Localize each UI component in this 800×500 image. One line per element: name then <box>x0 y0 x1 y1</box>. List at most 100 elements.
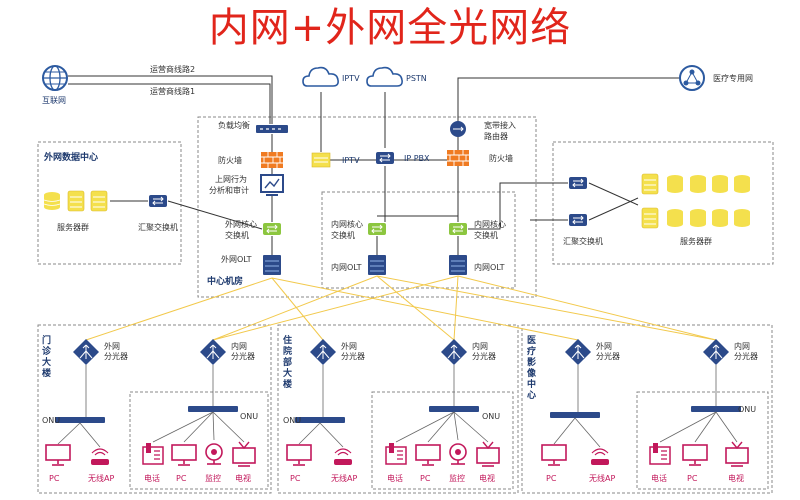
building-outpatient-box <box>37 324 272 494</box>
svg-text:ONU: ONU <box>738 405 756 414</box>
phone-icon <box>385 442 407 465</box>
center-room-title: 中心机房 <box>207 275 243 287</box>
building-inpatient: 住 院 部 大 楼 外网 分光器 内网 分光器 ONU ONU PC 无线AP <box>283 334 500 483</box>
onu-icon <box>188 406 238 412</box>
svg-text:内网: 内网 <box>231 341 247 351</box>
svg-text:电视: 电视 <box>479 473 495 483</box>
svg-text:PC: PC <box>49 474 60 483</box>
behavior-audit-label-1: 上网行为 <box>215 174 247 184</box>
int-splitter-icon <box>440 338 468 366</box>
globe-icon <box>42 65 68 91</box>
svg-text:内网: 内网 <box>472 341 488 351</box>
ip-pbx-icon <box>375 151 395 165</box>
svg-text:大: 大 <box>42 356 51 368</box>
top-links <box>68 75 680 256</box>
ext-agg-switch-label: 汇聚交换机 <box>138 222 178 232</box>
svg-text:PC: PC <box>546 474 557 483</box>
svg-text:PC: PC <box>176 474 187 483</box>
int-servers-label: 服务器群 <box>680 236 712 246</box>
broadband-router-label-1: 宽带接入 <box>484 120 516 130</box>
behavior-audit-icon <box>260 174 284 196</box>
internet-label: 互联网 <box>42 96 66 105</box>
tv-icon <box>232 441 256 467</box>
svg-text:门: 门 <box>42 334 51 346</box>
ext-splitter-icon <box>72 338 100 366</box>
svg-text:电话: 电话 <box>387 473 403 483</box>
svg-text:内网: 内网 <box>734 341 750 351</box>
ext-splitter-icon <box>309 338 337 366</box>
tv-icon <box>476 441 500 467</box>
onu-icon <box>691 406 741 412</box>
ip-pbx-label: IP PBX <box>404 154 430 163</box>
firewall-right-label: 防火墙 <box>489 153 513 163</box>
intranet-core-box <box>321 191 516 289</box>
svg-text:分光器: 分光器 <box>596 351 620 361</box>
building-imaging-box <box>521 324 773 494</box>
load-balancer-icon <box>256 125 288 133</box>
int-olt-1-icon <box>367 254 387 276</box>
svg-text:电话: 电话 <box>651 473 667 483</box>
svg-text:无线AP: 无线AP <box>88 473 114 483</box>
wireless-ap-icon <box>333 448 353 466</box>
outpatient-intranet-subbox <box>129 391 269 490</box>
iptv-server-icon <box>311 152 331 168</box>
svg-text:PC: PC <box>687 474 698 483</box>
svg-text:ONU: ONU <box>283 416 301 425</box>
svg-text:外网: 外网 <box>104 341 120 351</box>
broadband-router-label-2: 路由器 <box>484 131 508 141</box>
int-core-switch-2-label-1: 内网核心 <box>474 219 506 229</box>
svg-text:PC: PC <box>290 474 301 483</box>
onu-icon <box>295 417 345 423</box>
building-inpatient-box <box>277 324 519 494</box>
svg-text:电视: 电视 <box>728 473 744 483</box>
ext-core-switch-label-2: 交换机 <box>225 230 249 240</box>
iptv-cloud-icon <box>302 66 339 87</box>
svg-text:无线AP: 无线AP <box>589 473 615 483</box>
svg-text:医: 医 <box>527 335 536 346</box>
svg-text:心: 心 <box>527 390 536 401</box>
pc-icon <box>286 444 312 466</box>
svg-text:分光器: 分光器 <box>341 351 365 361</box>
int-core-switch-2-label-2: 交换机 <box>474 230 498 240</box>
onu-icon <box>55 417 105 423</box>
svg-text:分光器: 分光器 <box>104 351 128 361</box>
int-core-switch-2-icon <box>448 222 468 236</box>
int-core-switch-1-icon <box>367 222 387 236</box>
svg-text:分光器: 分光器 <box>472 351 496 361</box>
imaging-intranet-subbox <box>636 391 769 490</box>
int-server-group-icon <box>641 173 750 229</box>
svg-text:监控: 监控 <box>449 473 465 483</box>
onu-icon <box>550 412 600 418</box>
medical-network-label: 医疗专用网 <box>713 73 753 83</box>
int-agg-switch-label: 汇聚交换机 <box>563 236 603 246</box>
svg-text:外网: 外网 <box>596 341 612 351</box>
svg-text:电话: 电话 <box>144 473 160 483</box>
ext-core-switch-icon <box>262 222 282 236</box>
ext-server-group-icon <box>43 190 108 212</box>
pc-icon <box>415 444 441 466</box>
int-splitter-icon <box>199 338 227 366</box>
medical-network-icon <box>679 65 705 91</box>
int-olt-1-label: 内网OLT <box>331 262 362 272</box>
svg-text:部: 部 <box>283 356 292 368</box>
pstn-cloud-label: PSTN <box>406 74 427 83</box>
onu-icon <box>429 406 479 412</box>
svg-text:分光器: 分光器 <box>231 351 255 361</box>
svg-text:ONU: ONU <box>482 412 500 421</box>
wireless-ap-icon <box>590 448 610 466</box>
phone-icon <box>142 442 164 465</box>
svg-text:电视: 电视 <box>235 473 251 483</box>
pc-icon <box>171 444 197 466</box>
svg-text:疗: 疗 <box>527 345 536 357</box>
svg-text:楼: 楼 <box>42 367 51 379</box>
internal-dc-box <box>552 141 774 265</box>
svg-text:无线AP: 无线AP <box>331 473 357 483</box>
ext-olt-label: 外网OLT <box>221 254 252 264</box>
svg-text:影: 影 <box>527 357 536 368</box>
load-balancer-label: 负载均衡 <box>218 120 250 130</box>
int-agg-switch-2-icon <box>568 213 588 227</box>
ext-core-switch-label-1: 外网核心 <box>225 219 257 229</box>
int-core-switch-1-label-1: 内网核心 <box>331 219 363 229</box>
